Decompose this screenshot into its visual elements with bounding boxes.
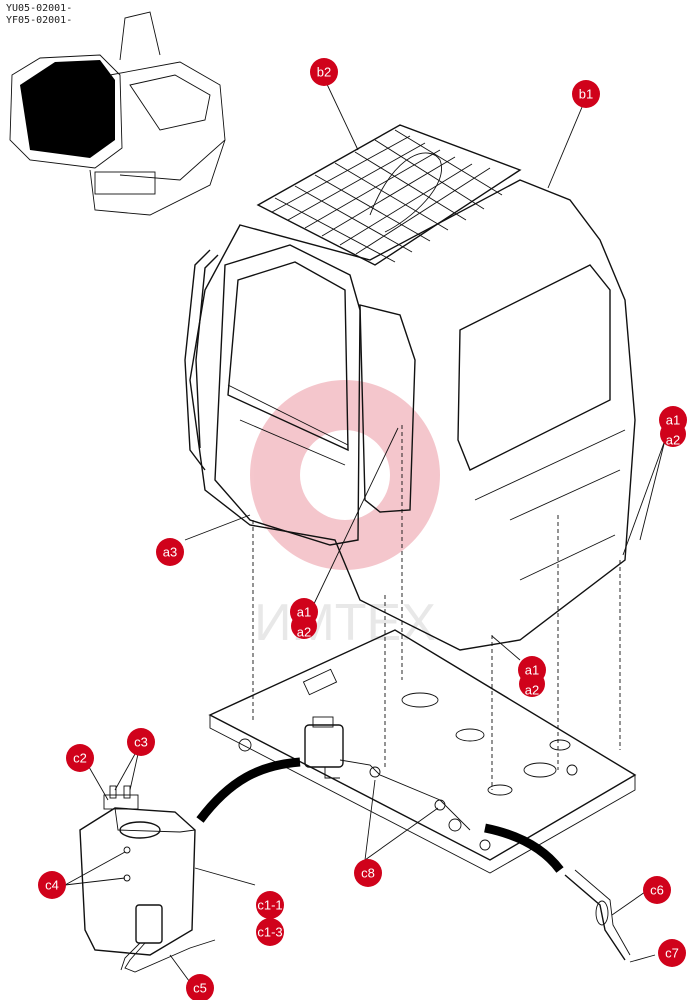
floor-plate <box>208 629 637 874</box>
callout-label: c5 <box>193 981 207 996</box>
callout-label: c2 <box>73 751 87 766</box>
callout-badge <box>256 891 284 919</box>
model-codes: YU05-02001- YF05-02001- <box>6 3 72 27</box>
callout-badge <box>658 939 686 967</box>
callout-label: a3 <box>163 545 177 560</box>
callout-label: c7 <box>665 946 679 961</box>
machine-thumbnail <box>9 11 226 216</box>
callout-label: c1-3 <box>257 925 282 940</box>
callout-badge <box>66 744 94 772</box>
model-code-1: YU05-02001- <box>6 3 73 14</box>
callout-label: c4 <box>45 878 59 893</box>
callout-badge <box>186 974 214 1000</box>
callout-sub-label: a2 <box>297 625 311 640</box>
callout-c4: c4 <box>38 871 66 899</box>
callout-label: c1-1 <box>257 898 282 913</box>
hose-end <box>564 874 626 961</box>
callout-badge <box>290 598 318 626</box>
callout-badge <box>643 876 671 904</box>
callout-label: b2 <box>317 65 331 80</box>
callout-c7: c7 <box>658 939 686 967</box>
callout-label: c8 <box>361 866 375 881</box>
callout-badge <box>518 656 546 684</box>
callout-badge <box>354 859 382 887</box>
washer-pump <box>304 716 471 832</box>
callout-label: a1 <box>525 663 539 678</box>
callout-label: c3 <box>134 735 148 750</box>
callout-badge <box>38 871 66 899</box>
callout-c1-3: c1-3 <box>256 918 284 946</box>
washer-tank <box>79 785 216 973</box>
leader-lines <box>64 79 666 986</box>
callout-label: a1 <box>666 413 680 428</box>
hose-left <box>196 757 301 823</box>
bolt-guides <box>252 425 621 790</box>
callout-badge <box>572 80 600 108</box>
callout-c6: c6 <box>643 876 671 904</box>
callout-a3: a3 <box>156 538 184 566</box>
callout-c3: c3 <box>127 728 155 756</box>
cab-assembly <box>184 124 636 651</box>
callout-c5: c5 <box>186 974 214 1000</box>
callout-sub-label: a2 <box>525 683 539 698</box>
callout-badge <box>659 406 687 434</box>
callout-badge <box>156 538 184 566</box>
callout-badge <box>127 728 155 756</box>
roof-guard <box>256 124 522 266</box>
callout-label: c6 <box>650 883 664 898</box>
callout-c2: c2 <box>66 744 94 772</box>
hose-right <box>484 823 564 873</box>
callout-label: b1 <box>579 87 593 102</box>
callout-b2: b2 <box>310 58 338 86</box>
callout-badge <box>256 918 284 946</box>
callout-badge <box>310 58 338 86</box>
callout-c8: c8 <box>354 859 382 887</box>
watermark-text: ИМТЕХ <box>254 594 436 652</box>
callout-sub-label: a2 <box>666 433 680 448</box>
callout-c1-1: c1-1 <box>256 891 284 919</box>
model-code-2: YF05-02001- <box>6 15 73 26</box>
callout-label: a1 <box>297 605 311 620</box>
callout-b1: b1 <box>572 80 600 108</box>
